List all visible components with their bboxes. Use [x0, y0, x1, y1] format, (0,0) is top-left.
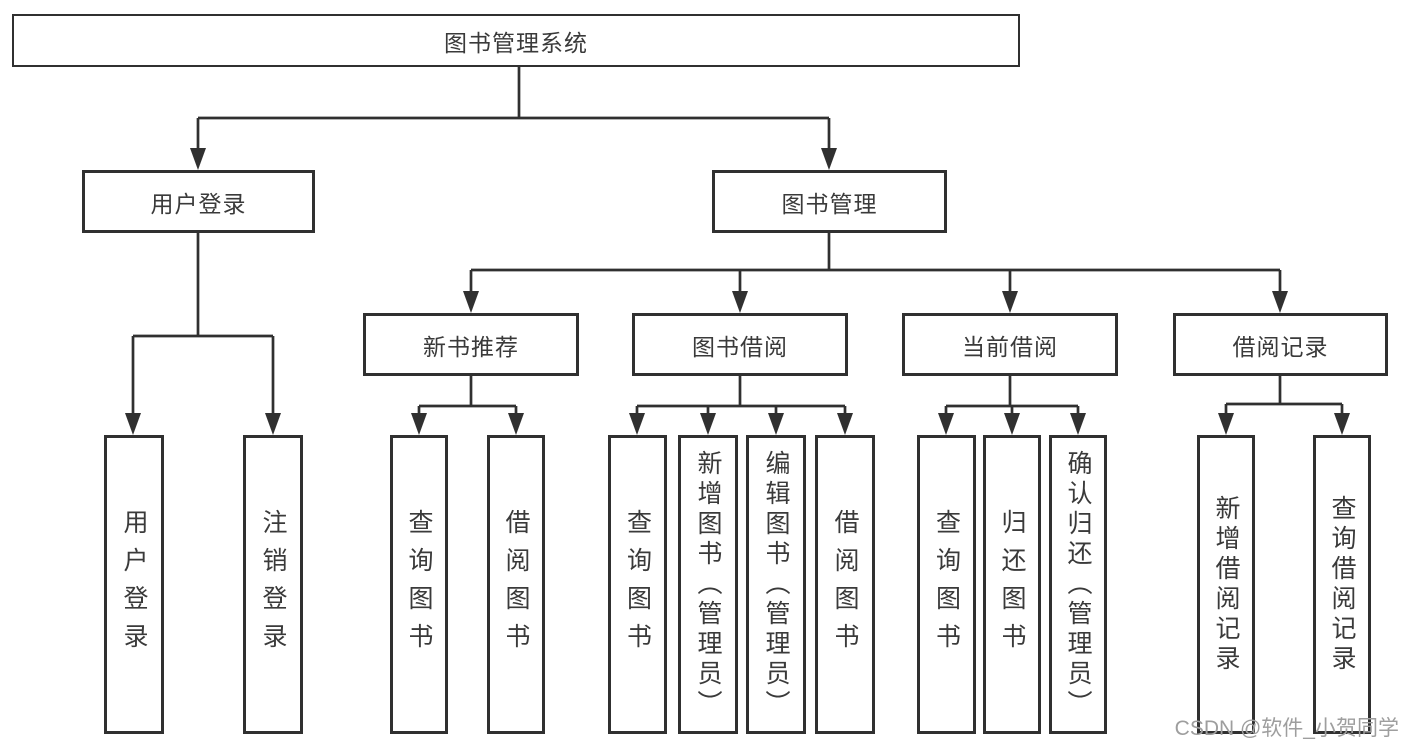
leaf-query-books-recommend: 查询图书: [390, 435, 448, 734]
leaf-query-books-borrow: 查询图书: [608, 435, 667, 734]
leaf-return-book: 归还图书: [983, 435, 1041, 734]
node-current-borrow: 当前借阅: [902, 313, 1118, 376]
node-root-label: 图书管理系统: [444, 29, 588, 56]
node-new-book-recommend: 新书推荐: [363, 313, 579, 376]
arrowhead-icons: [125, 148, 1350, 435]
leaf-query-books-current-label: 查询图书: [932, 508, 961, 661]
node-book-borrow-label: 图书借阅: [692, 333, 788, 360]
leaf-borrow-books-label: 借阅图书: [831, 508, 859, 661]
leaf-query-books-current: 查询图书: [917, 435, 976, 734]
node-borrow-records-label: 借阅记录: [1232, 333, 1329, 360]
leaf-logout-label: 注销登录: [259, 508, 287, 661]
watermark: CSDN @软件_小贺同学: [1174, 717, 1399, 740]
leaf-add-book-admin: 新增图书（管理员）: [678, 435, 738, 734]
node-book-borrow: 图书借阅: [632, 313, 848, 376]
leaf-query-borrow-record: 查询借阅记录: [1313, 435, 1371, 734]
leaf-add-book-admin-label: 新增图书（管理员）: [694, 449, 722, 720]
leaf-borrow-books-recommend-label: 借阅图书: [502, 508, 530, 661]
node-book-management: 图书管理: [712, 170, 947, 233]
node-user-login: 用户登录: [82, 170, 315, 233]
leaf-user-login: 用户登录: [104, 435, 164, 734]
node-root-system: 图书管理系统: [12, 14, 1020, 67]
leaf-edit-book-admin: 编辑图书（管理员）: [746, 435, 806, 734]
leaf-query-books-recommend-label: 查询图书: [405, 508, 433, 661]
leaf-add-borrow-record-label: 新增借阅记录: [1212, 494, 1240, 675]
leaf-confirm-return-admin: 确认归还（管理员）: [1049, 435, 1107, 734]
leaf-confirm-return-admin-label: 确认归还（管理员）: [1064, 449, 1092, 720]
leaf-edit-book-admin-label: 编辑图书（管理员）: [762, 449, 790, 720]
leaf-logout: 注销登录: [243, 435, 303, 734]
node-user-login-label: 用户登录: [150, 190, 247, 217]
leaf-add-borrow-record: 新增借阅记录: [1197, 435, 1255, 734]
leaf-return-book-label: 归还图书: [998, 508, 1026, 661]
node-book-management-label: 图书管理: [781, 190, 878, 217]
node-borrow-records: 借阅记录: [1173, 313, 1388, 376]
leaf-query-books-borrow-label: 查询图书: [623, 508, 652, 661]
node-current-borrow-label: 当前借阅: [962, 333, 1058, 360]
leaf-user-login-label: 用户登录: [120, 508, 148, 661]
leaf-borrow-books: 借阅图书: [815, 435, 875, 734]
node-new-book-recommend-label: 新书推荐: [423, 333, 519, 360]
leaf-query-borrow-record-label: 查询借阅记录: [1328, 494, 1356, 675]
leaf-borrow-books-recommend: 借阅图书: [487, 435, 545, 734]
